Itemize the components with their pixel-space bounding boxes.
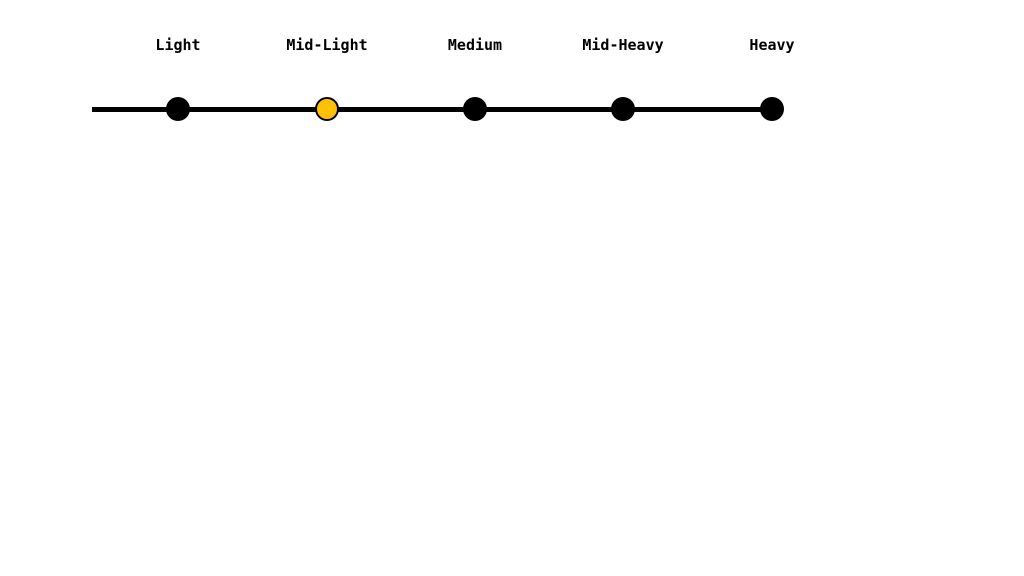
scale-step-marker-2[interactable]	[463, 97, 487, 121]
scale-step-marker-4[interactable]	[760, 97, 784, 121]
scale-step-marker-3[interactable]	[611, 97, 635, 121]
scale-track[interactable]	[92, 106, 772, 112]
scale-step-label-1: Mid-Light	[286, 36, 368, 54]
scale-step-marker-0[interactable]	[166, 97, 190, 121]
scale-step-label-0: Light	[155, 36, 201, 54]
scale-step-label-3: Mid-Heavy	[582, 36, 664, 54]
scale-step-marker-1[interactable]	[315, 97, 339, 121]
scale-step-label-4: Heavy	[749, 36, 795, 54]
scale-step-label-2: Medium	[447, 36, 503, 54]
